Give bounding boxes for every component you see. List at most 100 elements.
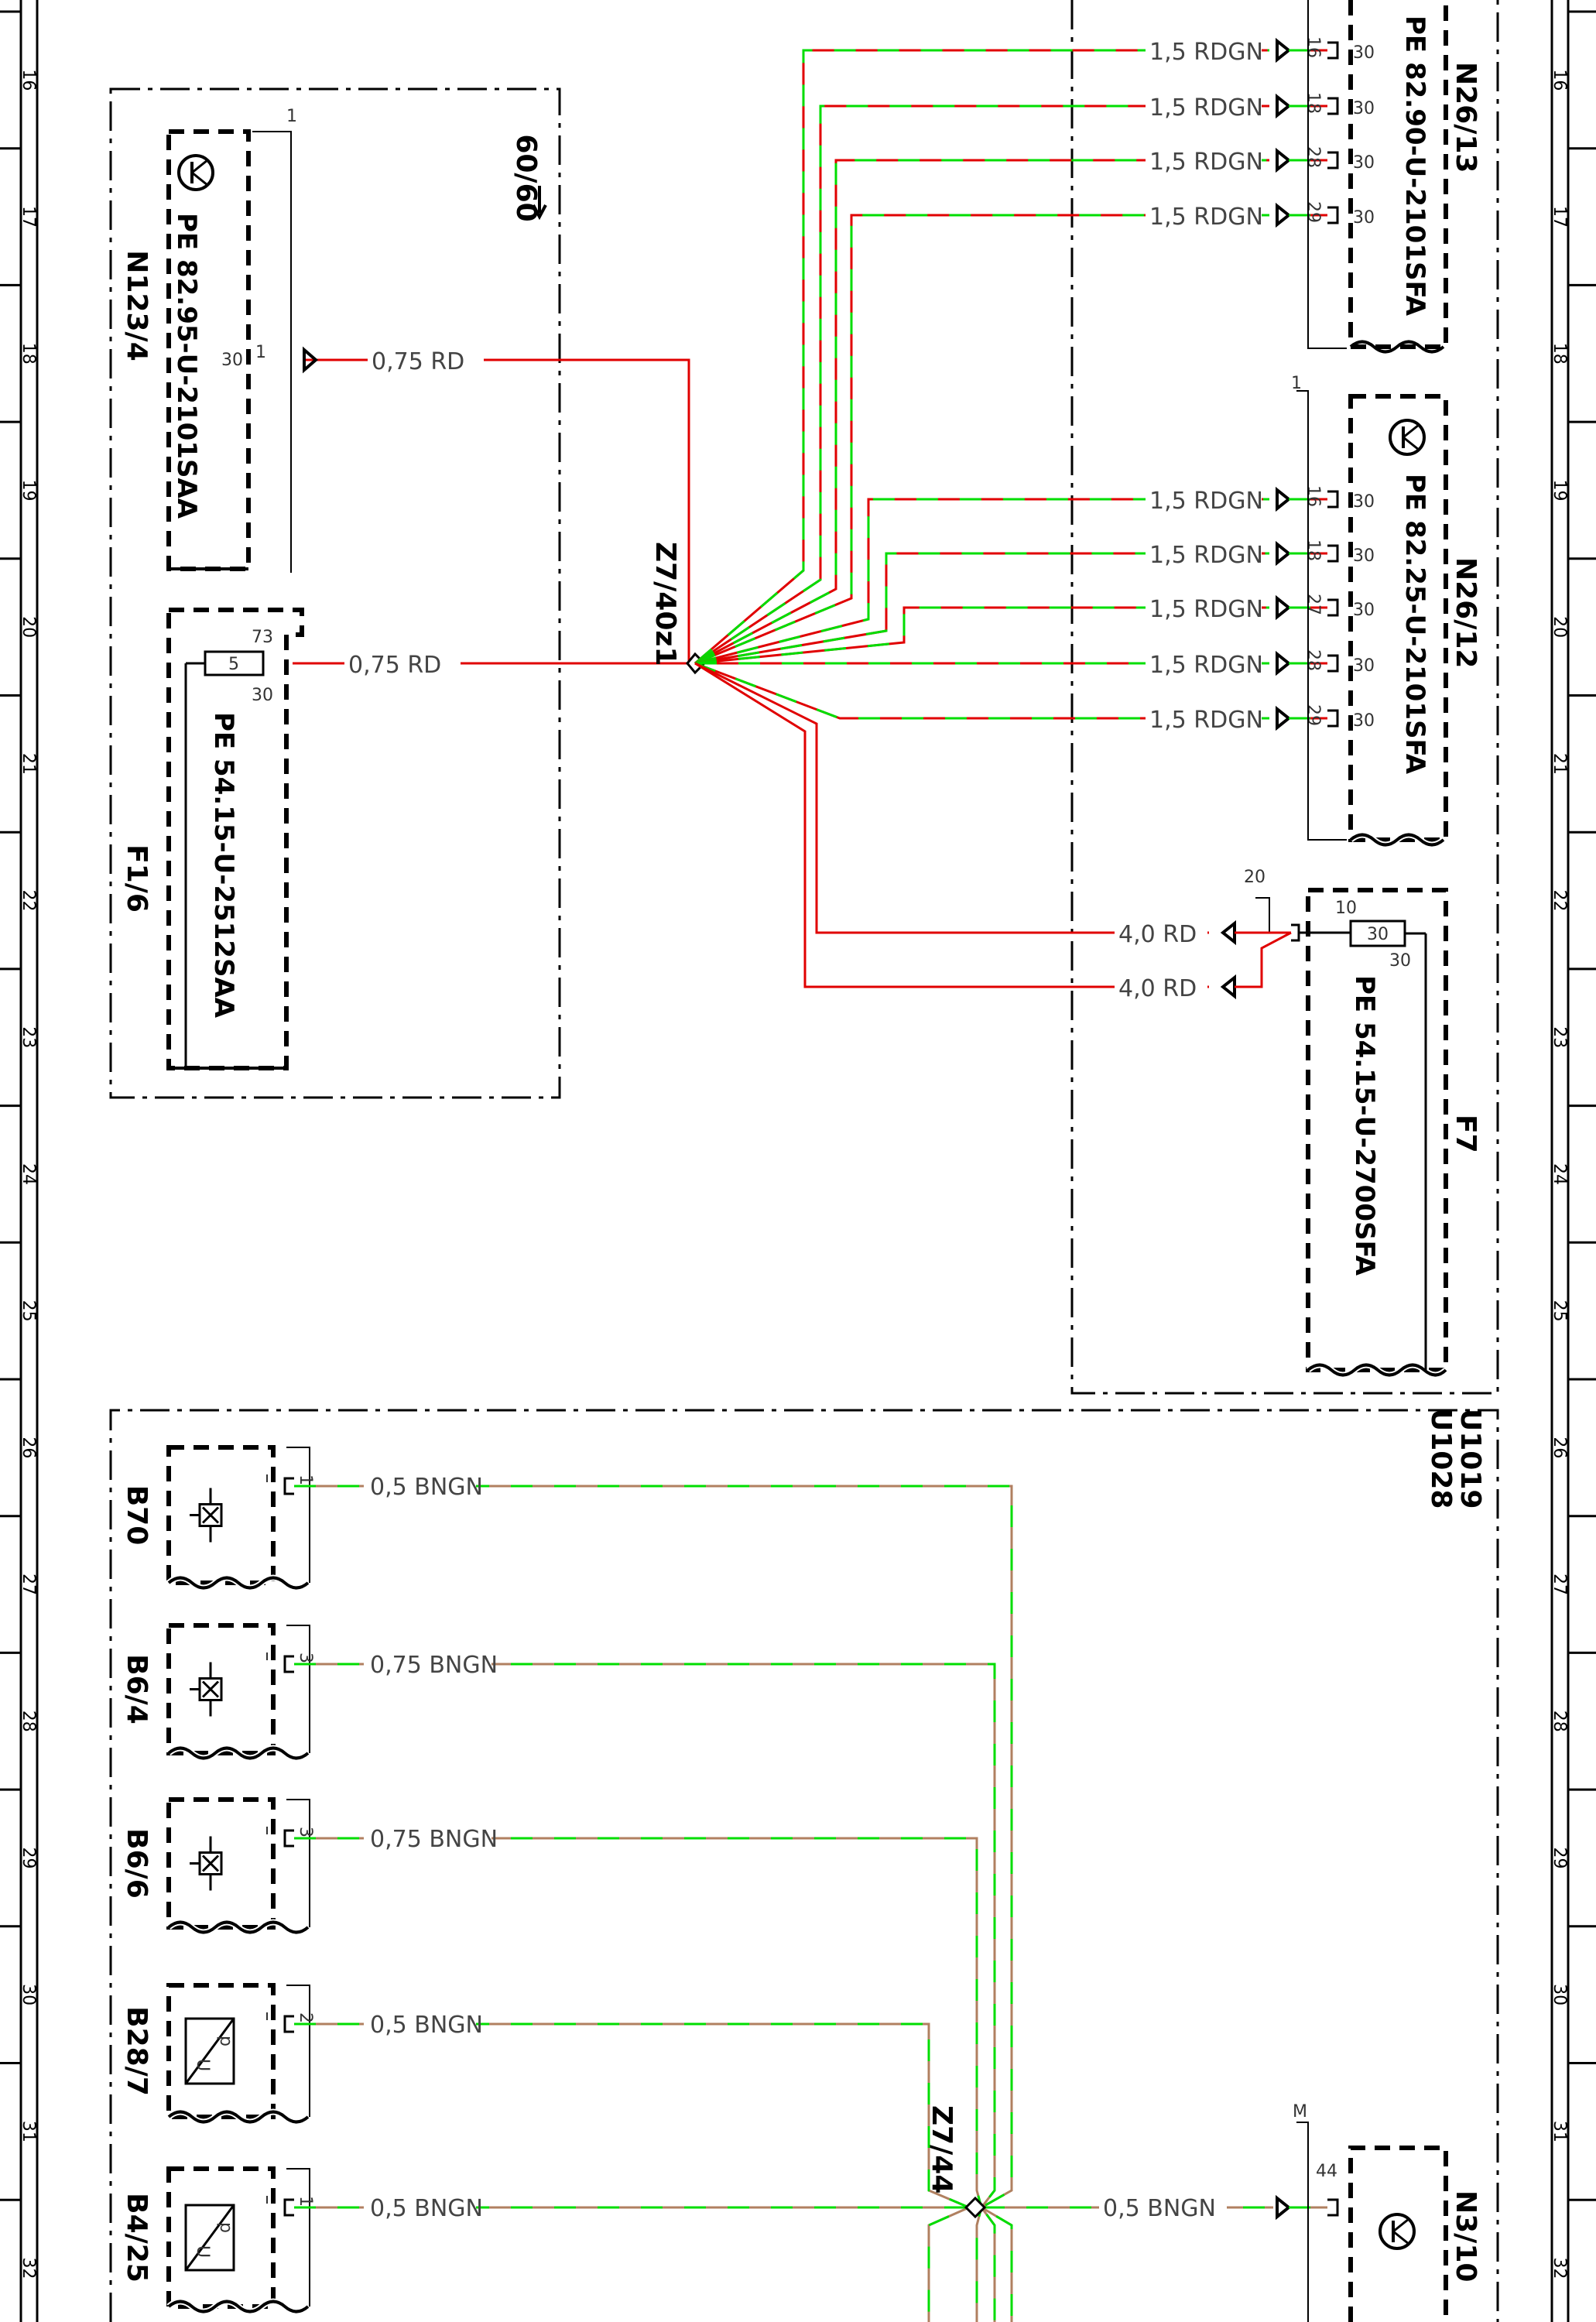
grid-number: 31 bbox=[1550, 2121, 1569, 2142]
grid-number: 22 bbox=[1550, 890, 1569, 912]
n26-13-pe-label[interactable]: PE 82.90-U-2101SFA bbox=[1399, 15, 1430, 317]
grid-number: 16 bbox=[19, 69, 38, 91]
pin-term: 30 bbox=[1353, 208, 1375, 228]
sensor-b6-6[interactable]: 3B6/6 bbox=[121, 1797, 315, 1936]
sensor-symbol: p bbox=[216, 2036, 235, 2046]
wire-f1-6: 0,75 RD bbox=[293, 648, 687, 679]
wire-label-b4_25: 0,5 BNGN bbox=[370, 2195, 483, 2222]
connector-arrow-icon bbox=[1276, 2194, 1292, 2221]
wire-label-n26-12: 1,5 RDGN bbox=[1149, 488, 1263, 515]
pin-number: 29 bbox=[1303, 704, 1323, 726]
svg-text:M: M bbox=[1293, 2102, 1307, 2122]
wire-n123-4: 0,75 RD bbox=[303, 344, 690, 662]
n26-12-pe-label[interactable]: PE 82.25-U-2101SFA bbox=[1399, 474, 1430, 775]
sensor-box bbox=[166, 1797, 276, 1930]
wire-label-n26-13: 1,5 RDGN bbox=[1149, 149, 1263, 176]
component-n26-13[interactable]: PE 82.90-U-2101SFA N26/13 bbox=[1307, 0, 1481, 354]
pin-number: 1 bbox=[296, 2196, 315, 2207]
svg-text:U1028: U1028 bbox=[1425, 1409, 1457, 1509]
grid-number: 25 bbox=[1550, 1300, 1569, 1322]
sensor-symbol: U bbox=[193, 2245, 212, 2258]
n26-13-box bbox=[1348, 0, 1448, 349]
pin-term: 30 bbox=[1353, 711, 1375, 731]
sensor-box bbox=[166, 1445, 276, 1585]
grid-number: 28 bbox=[1550, 1711, 1569, 1732]
grid-number: 27 bbox=[1550, 1574, 1569, 1595]
pressure-sensor-icon: pU bbox=[184, 2204, 235, 2272]
splice-z7-40z1: Z7/40z1 bbox=[649, 542, 707, 675]
wire-label-n26-12: 1,5 RDGN bbox=[1149, 707, 1263, 734]
transistor-icon bbox=[177, 154, 214, 191]
pin-term: 30 bbox=[1353, 656, 1375, 676]
grid-number: 31 bbox=[19, 2121, 38, 2142]
n26-12-label: N26/12 bbox=[1450, 557, 1481, 668]
connector-arrow-icon bbox=[1276, 540, 1292, 567]
n26-13-label: N26/13 bbox=[1450, 62, 1481, 173]
n123-4-label: N123/4 bbox=[121, 250, 152, 361]
component-n123-4[interactable]: 1 1 30 PE 82.95-U-2101SAA N123/4 bbox=[121, 107, 297, 573]
connector-arrow-icon bbox=[303, 346, 319, 374]
grid-number: 32 bbox=[19, 2258, 38, 2279]
pin-number: 18 bbox=[1303, 539, 1323, 561]
connector-arrow-icon bbox=[1276, 147, 1292, 173]
pin-term: 30 bbox=[1353, 492, 1375, 512]
grid-number: 21 bbox=[19, 753, 38, 775]
pin-number: 28 bbox=[1303, 146, 1323, 168]
component-f1-6[interactable]: 5 73 30 PE 54.15-U-2512SAA F1/6 bbox=[121, 608, 304, 1070]
svg-text:10: 10 bbox=[1335, 899, 1357, 918]
connector-arrow-icon bbox=[1276, 650, 1292, 676]
wire-label-b28_7: 0,5 BNGN bbox=[370, 2012, 483, 2039]
f1-6-label: F1/6 bbox=[121, 844, 152, 913]
connector-arrow-icon bbox=[1276, 594, 1292, 621]
wire-label-b6_4: 0,75 BNGN bbox=[370, 1652, 498, 1679]
pin-term: 30 bbox=[1353, 43, 1375, 63]
f1-6-pe-label[interactable]: PE 54.15-U-2512SAA bbox=[208, 712, 239, 1019]
f7-pe-label[interactable]: PE 54.15-U-2700SFA bbox=[1349, 975, 1380, 1276]
wire-label-f7: 4,0 RD bbox=[1118, 921, 1197, 948]
sensor-label: B6/6 bbox=[121, 1828, 152, 1899]
svg-text:44: 44 bbox=[1316, 2162, 1337, 2181]
n3-10-label: N3/10 bbox=[1450, 2190, 1481, 2282]
pin-number: 18 bbox=[1303, 92, 1323, 114]
grid-number: 18 bbox=[19, 343, 38, 365]
transistor-icon bbox=[1389, 419, 1426, 456]
connector-arrow-icon bbox=[1276, 202, 1292, 228]
connector-arrow-icon bbox=[1220, 974, 1236, 1000]
grid-number: 19 bbox=[19, 479, 38, 501]
svg-text:60/60: 60/60 bbox=[510, 134, 542, 221]
sensor-icon bbox=[190, 1488, 223, 1543]
wire-label-n3-10: 0,5 BNGN bbox=[1103, 2195, 1216, 2222]
grid-number: 19 bbox=[1550, 479, 1569, 501]
grid-number: 27 bbox=[19, 1574, 38, 1595]
sensor-b6-4[interactable]: 3B6/4 bbox=[121, 1623, 315, 1762]
grid-number: 22 bbox=[19, 890, 38, 912]
grid-number: 25 bbox=[19, 1300, 38, 1322]
component-n26-12[interactable]: 1 PE 82.25-U-2101SFA N26/12 bbox=[1291, 374, 1481, 848]
n123-4-pin: 1 bbox=[255, 343, 266, 362]
pin-number: 28 bbox=[1303, 649, 1323, 671]
n26-12-box bbox=[1348, 394, 1448, 842]
svg-text:Z7/44: Z7/44 bbox=[926, 2105, 957, 2194]
ref-arrow-icon bbox=[532, 186, 547, 221]
wire-label-b70: 0,5 BNGN bbox=[370, 1474, 483, 1501]
sensor-box bbox=[166, 1983, 276, 2119]
pin-number: 27 bbox=[1303, 594, 1323, 615]
pin-number: 16 bbox=[1303, 485, 1323, 507]
wire-label-f7: 4,0 RD bbox=[1118, 975, 1197, 1002]
grid-number: 17 bbox=[1550, 206, 1569, 228]
sensor-label: B6/4 bbox=[121, 1654, 152, 1724]
grid-number: 30 bbox=[1550, 1984, 1569, 2005]
n123-4-pe-label[interactable]: PE 82.95-U-2101SAA bbox=[171, 213, 202, 519]
component-n3-10[interactable]: M 44 N3/10 bbox=[1293, 2102, 1481, 2322]
grid-number: 23 bbox=[19, 1026, 38, 1048]
transistor-icon bbox=[1379, 2213, 1416, 2250]
component-f7[interactable]: 20 30 10 30 PE 54.15-U-2700SFA F7 bbox=[1244, 868, 1481, 1378]
splice-z7-44: Z7/44 bbox=[926, 2105, 987, 2219]
